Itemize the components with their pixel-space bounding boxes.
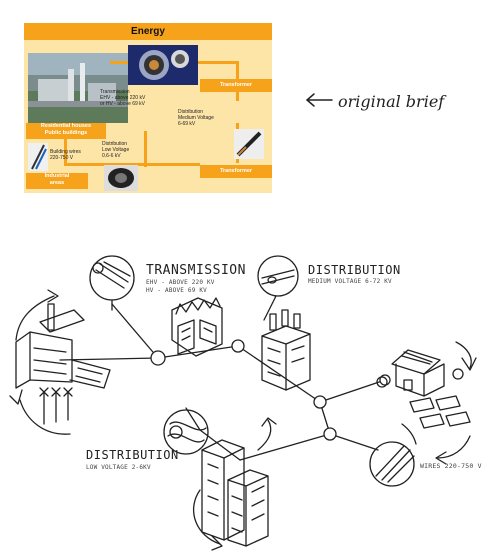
line-trans-mid: [157, 345, 239, 359]
arrow-loop-right-bottom: [437, 435, 471, 459]
distribution-bottom-line1: LOW VOLTAGE 2-6KV: [86, 464, 151, 471]
line-circle-left: [185, 407, 201, 431]
line-trans-left: [111, 303, 159, 359]
line-mid-right: [237, 345, 321, 403]
arrow-loop-left-bottom: [19, 399, 71, 435]
brief-title: Energy: [24, 23, 272, 40]
arrow-loop-left-top: [15, 295, 55, 341]
cable-section-image: [128, 45, 198, 85]
transformer-box-bottom: Transformer: [200, 165, 272, 178]
low-cable-image: [104, 165, 138, 191]
distribution-top-line1: MEDIUM VOLTAGE 6-72 KV: [308, 278, 392, 285]
left-arrow-icon: [305, 93, 333, 107]
medium-cable-image: [234, 129, 264, 159]
arrow-loop-city-left: [192, 489, 221, 545]
transmission-label: Transmission EHV - above 220 kV or HV - …: [100, 89, 146, 107]
transmission-callout: [89, 255, 135, 311]
arrow-loop-city-right: [257, 419, 272, 451]
arrow-loop-right-top: [455, 341, 472, 369]
distribution-medium-label: Distribution Medium Voltage 6-69 kV: [178, 109, 214, 127]
line-right-house: [319, 379, 386, 403]
industrial-box: Industrial areas: [26, 173, 88, 189]
house-sketch: [376, 349, 471, 429]
line-bottom-wires: [329, 433, 379, 451]
city-towers-sketch: [201, 439, 269, 547]
distribution-top-callout: [257, 255, 299, 321]
distribution-top-title: DISTRIBUTION: [308, 263, 401, 277]
factory-sketch: [171, 297, 223, 357]
power-plant-image: [28, 53, 128, 123]
transmission-title: TRANSMISSION: [146, 263, 246, 278]
power-plant-sketch: [15, 303, 111, 425]
line-plant-trans: [59, 357, 159, 361]
arrow-wires: [401, 423, 417, 445]
mid-buildings-sketch: [261, 309, 311, 391]
low-voltage-callout: [163, 409, 209, 455]
wires-callout: [369, 441, 415, 487]
node-4: [323, 427, 337, 441]
distribution-low-label: Distribution Low Voltage 0.6-6 kV: [102, 141, 130, 159]
transmission-line2: HV - ABOVE 69 KV: [146, 287, 207, 294]
building-wires-label: Building wires 220-750 V: [50, 149, 81, 161]
distribution-bottom-title: DISTRIBUTION: [86, 448, 179, 462]
original-brief-diagram: Energy Transformer Transmission EHV - ab…: [24, 23, 272, 193]
building-wires-image: [28, 143, 48, 171]
residential-box: Residential houses Public buildings: [26, 123, 106, 139]
line-city-circle: [199, 429, 241, 461]
transmission-line1: EHV - ABOVE 220 KV: [146, 279, 215, 286]
node-3: [313, 395, 327, 409]
wires-label: WIRES 220-750 V: [420, 462, 482, 470]
annotation-text: original brief: [338, 92, 445, 111]
energy-sketch-illustration: [9, 255, 477, 551]
transformer-box-top: Transformer: [200, 79, 272, 92]
line-bottom-city: [239, 433, 331, 461]
node-2: [231, 339, 245, 353]
node-1: [150, 350, 166, 366]
